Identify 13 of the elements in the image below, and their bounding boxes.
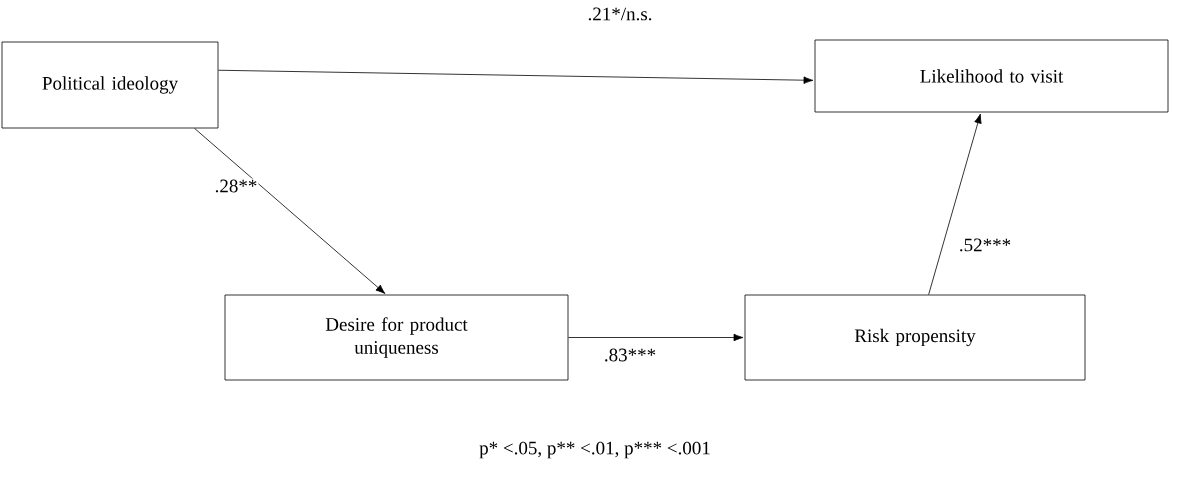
arrow: [194, 128, 386, 294]
box: Likelihood to visit: [814, 39, 1169, 113]
edge-label: .52***: [957, 237, 1013, 253]
significance-note: p* <.05, p** <.01, p*** <.001: [479, 441, 710, 459]
arrow: [218, 69, 814, 84]
edge-label: .21*/n.s.: [586, 6, 654, 22]
arrow: [568, 333, 744, 342]
box: Risk propensity: [744, 294, 1086, 381]
edge-label: .83***: [602, 347, 658, 363]
edge-label: .28**: [213, 178, 259, 194]
arrow: [928, 113, 982, 295]
box: Political ideology: [1, 41, 219, 129]
box: Desire for product uniqueness: [224, 294, 569, 381]
